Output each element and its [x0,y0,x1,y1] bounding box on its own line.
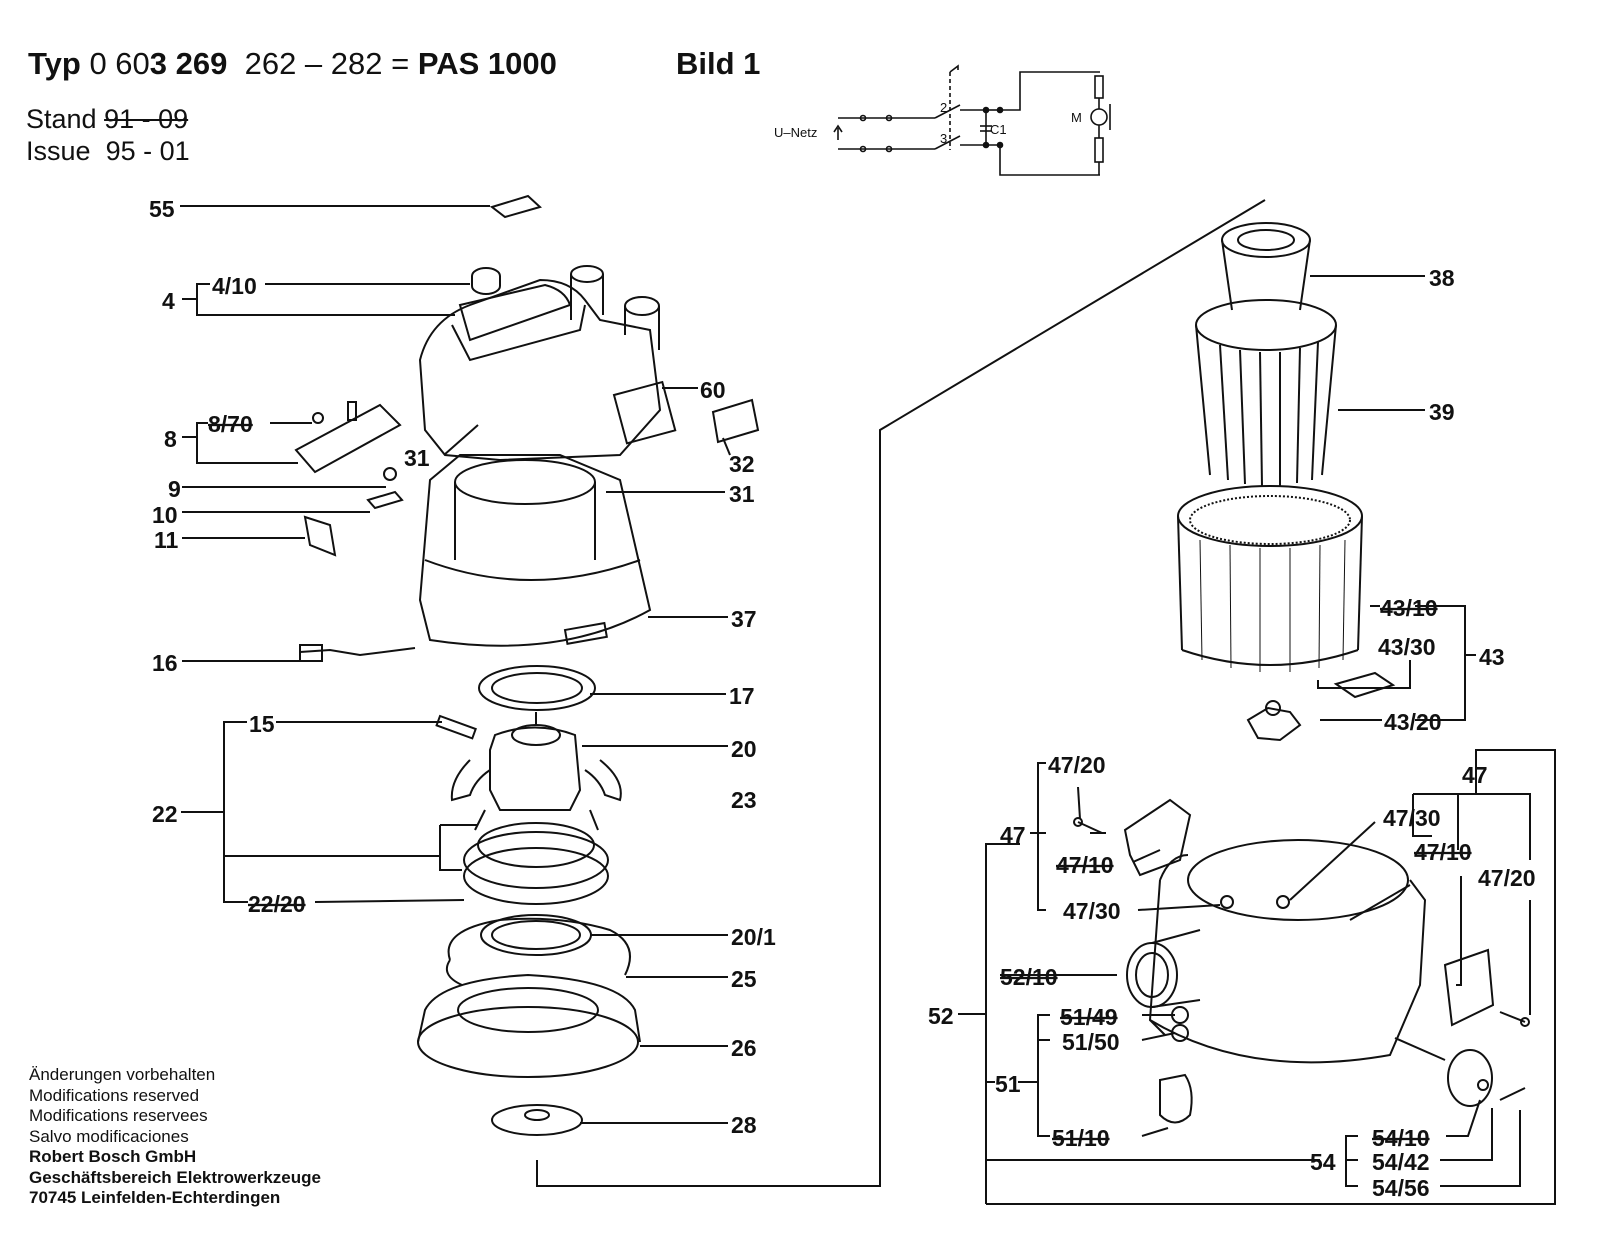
footer-line: Salvo modificaciones [29,1126,189,1146]
part-label: 9 [168,476,181,502]
part-label: 23 [731,787,757,813]
part-label: 28 [731,1112,757,1138]
part-label: 43/30 [1378,634,1436,660]
part-label: 39 [1429,399,1455,425]
part-label: 55 [149,196,175,222]
part-label: 43 [1479,644,1505,670]
part-label: 52/10 [1000,964,1058,990]
filter-cap-38 [1221,222,1311,258]
part-label: 47/10 [1056,852,1114,878]
wiring-schematic [833,64,1111,176]
part-label: 47/10 [1414,839,1472,865]
base-26 [417,1006,639,1078]
left-leader-lines [180,199,1266,1187]
housing-37 [418,454,652,647]
part-label: 54 [1310,1149,1336,1175]
part-label: 60 [700,377,726,403]
part-label: 54/42 [1372,1149,1430,1175]
part-label: 47/30 [1063,898,1121,924]
part-label: 20/1 [731,924,776,950]
switch-contact-2: 2 [940,100,947,115]
stand-value: 91 - 09 [104,104,189,134]
issue-value: 95 - 01 [105,136,190,166]
part-label: 4 [162,288,175,314]
left-assembly-drawing [294,194,760,1136]
model-name: PAS 1000 [417,46,557,81]
part-label: 52 [928,1003,954,1029]
part-label: 25 [731,966,757,992]
part-label: 22 [152,801,178,827]
part-label: 20 [731,736,757,762]
part-label: 22/20 [248,891,306,917]
caster-wheel [1159,1073,1193,1124]
company-address: 70745 Leinfelden-Echterdingen [29,1188,281,1207]
label-sticker-55 [489,194,542,219]
motor-hood [418,278,662,462]
part-label: 31 [404,445,430,471]
part-label: 11 [154,527,179,553]
part-label: 47 [1000,822,1026,848]
part-label: 15 [249,711,275,737]
capacitor-label: C1 [990,122,1007,137]
issue-label: Issue [26,136,91,166]
part-label: 43/10 [1380,595,1438,621]
filter-cartridge-43 [1177,485,1363,547]
typ-range: 262 – 282 [244,46,383,81]
container-top [1187,839,1409,921]
typ-number-a: 0 60 [89,46,150,81]
typ-prefix: Typ [28,46,81,81]
part-label: 51/10 [1052,1125,1110,1151]
part-label: 47 [1462,762,1488,788]
part-label: 54/56 [1372,1175,1430,1201]
hook-left [1123,798,1192,877]
filter-nut [1246,706,1302,742]
part-label: 4/10 [212,273,257,299]
stand-line: Stand 91 - 09 [26,104,188,135]
motor-20 [489,726,582,811]
company-name: Robert Bosch GmbH [29,1147,197,1166]
part-label: 47/20 [1048,752,1106,778]
part-label: 51/49 [1060,1004,1118,1030]
stand-label: Stand [26,104,97,134]
part-label: 43/20 [1384,709,1442,735]
part-label: 31 [729,481,755,507]
right-leader-lines [958,275,1556,1205]
footer-line: Änderungen vorbehalten [29,1065,216,1084]
part-label: 8/70 [208,411,253,437]
type-number-heading: Typ 0 603 269 262 – 282 = PAS 1000 [28,46,557,82]
figure-title: Bild 1 [676,46,761,81]
hook-right [1443,948,1495,1027]
company-division: Geschäftsbereich Elektrowerkzeuge [29,1167,321,1187]
typ-equals: = [391,46,410,81]
part-label: 8 [164,426,177,452]
footer-notice: Änderungen vorbehalten Modifications res… [29,1065,321,1209]
supply-label: U–Netz [774,125,817,140]
typ-number-b: 3 269 [149,46,228,81]
footer-line: Modifications reservees [29,1106,208,1125]
right-assembly-drawing [1073,222,1530,1124]
wheel-54 [1447,1049,1493,1107]
part-label: 47/30 [1383,805,1441,831]
part-label: 37 [731,606,757,632]
part-label: 38 [1429,265,1455,291]
part-label: 16 [152,650,178,676]
part-label: 51/50 [1062,1029,1120,1055]
footer-line: Modifications reserved [29,1085,200,1105]
switch-contact-3: 3 [940,131,947,146]
knob-part [471,267,501,295]
part-label: 17 [729,683,755,709]
part-label: 51 [995,1071,1021,1097]
part-label: 26 [731,1035,757,1061]
part-label: 10 [152,502,178,528]
part-label: 32 [729,451,755,477]
part-label: 47/20 [1478,865,1536,891]
motor-label: M [1071,110,1082,125]
issue-line: Issue 95 - 01 [26,136,190,167]
part-label: 54/10 [1372,1125,1430,1151]
